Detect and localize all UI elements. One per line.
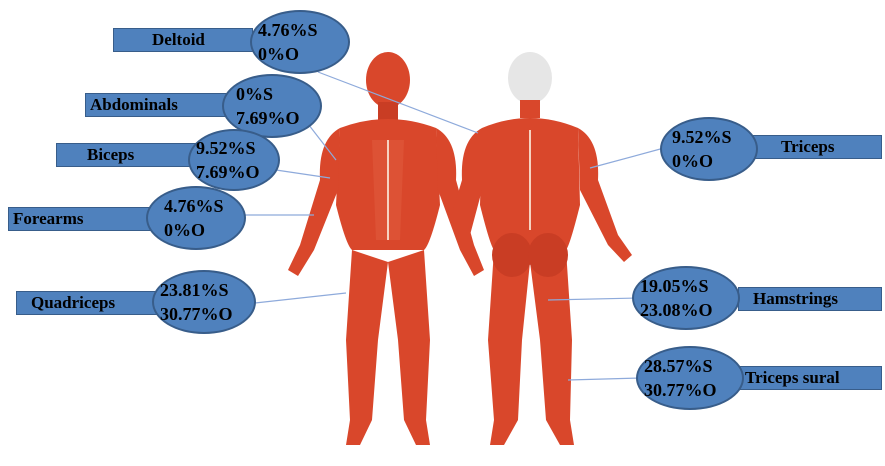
bubble-forearms: 4.76%S 0%O [146,186,246,250]
abdominals-s-value: 0%S [236,82,320,106]
label-hamstrings: Hamstrings [738,287,882,311]
bubble-triceps: 9.52%S 0%O [660,117,758,181]
quadriceps-s-value: 23.81%S [160,278,254,302]
deltoid-o-value: 0%O [258,42,348,66]
triceps-o-value: 0%O [672,149,756,173]
biceps-s-value: 9.52%S [196,136,278,160]
label-triceps: Triceps [740,135,882,159]
bubble-hamstrings: 19.05%S 23.08%O [632,266,740,330]
hamstrings-o-value: 23.08%O [640,298,738,322]
biceps-o-value: 7.69%O [196,160,278,184]
label-triceps-sural: Triceps sural [738,366,882,390]
triceps-sural-s-value: 28.57%S [644,354,742,378]
label-quadriceps: Quadriceps [16,291,166,315]
bubble-quadriceps: 23.81%S 30.77%O [152,270,256,334]
deltoid-s-value: 4.76%S [258,18,348,42]
forearms-s-value: 4.76%S [164,194,244,218]
label-abdominals: Abdominals [85,93,235,117]
triceps-sural-o-value: 30.77%O [644,378,742,402]
hamstrings-s-value: 19.05%S [640,274,738,298]
label-forearms: Forearms [8,207,158,231]
label-biceps: Biceps [56,143,196,167]
bubble-triceps-sural: 28.57%S 30.77%O [636,346,744,410]
abdominals-o-value: 7.69%O [236,106,320,130]
quadriceps-o-value: 30.77%O [160,302,254,326]
forearms-o-value: 0%O [164,218,244,242]
bubble-deltoid: 4.76%S 0%O [250,10,350,74]
label-deltoid: Deltoid [113,28,253,52]
bubble-biceps: 9.52%S 7.69%O [188,129,280,191]
triceps-s-value: 9.52%S [672,125,756,149]
back-body-figure [450,52,632,445]
